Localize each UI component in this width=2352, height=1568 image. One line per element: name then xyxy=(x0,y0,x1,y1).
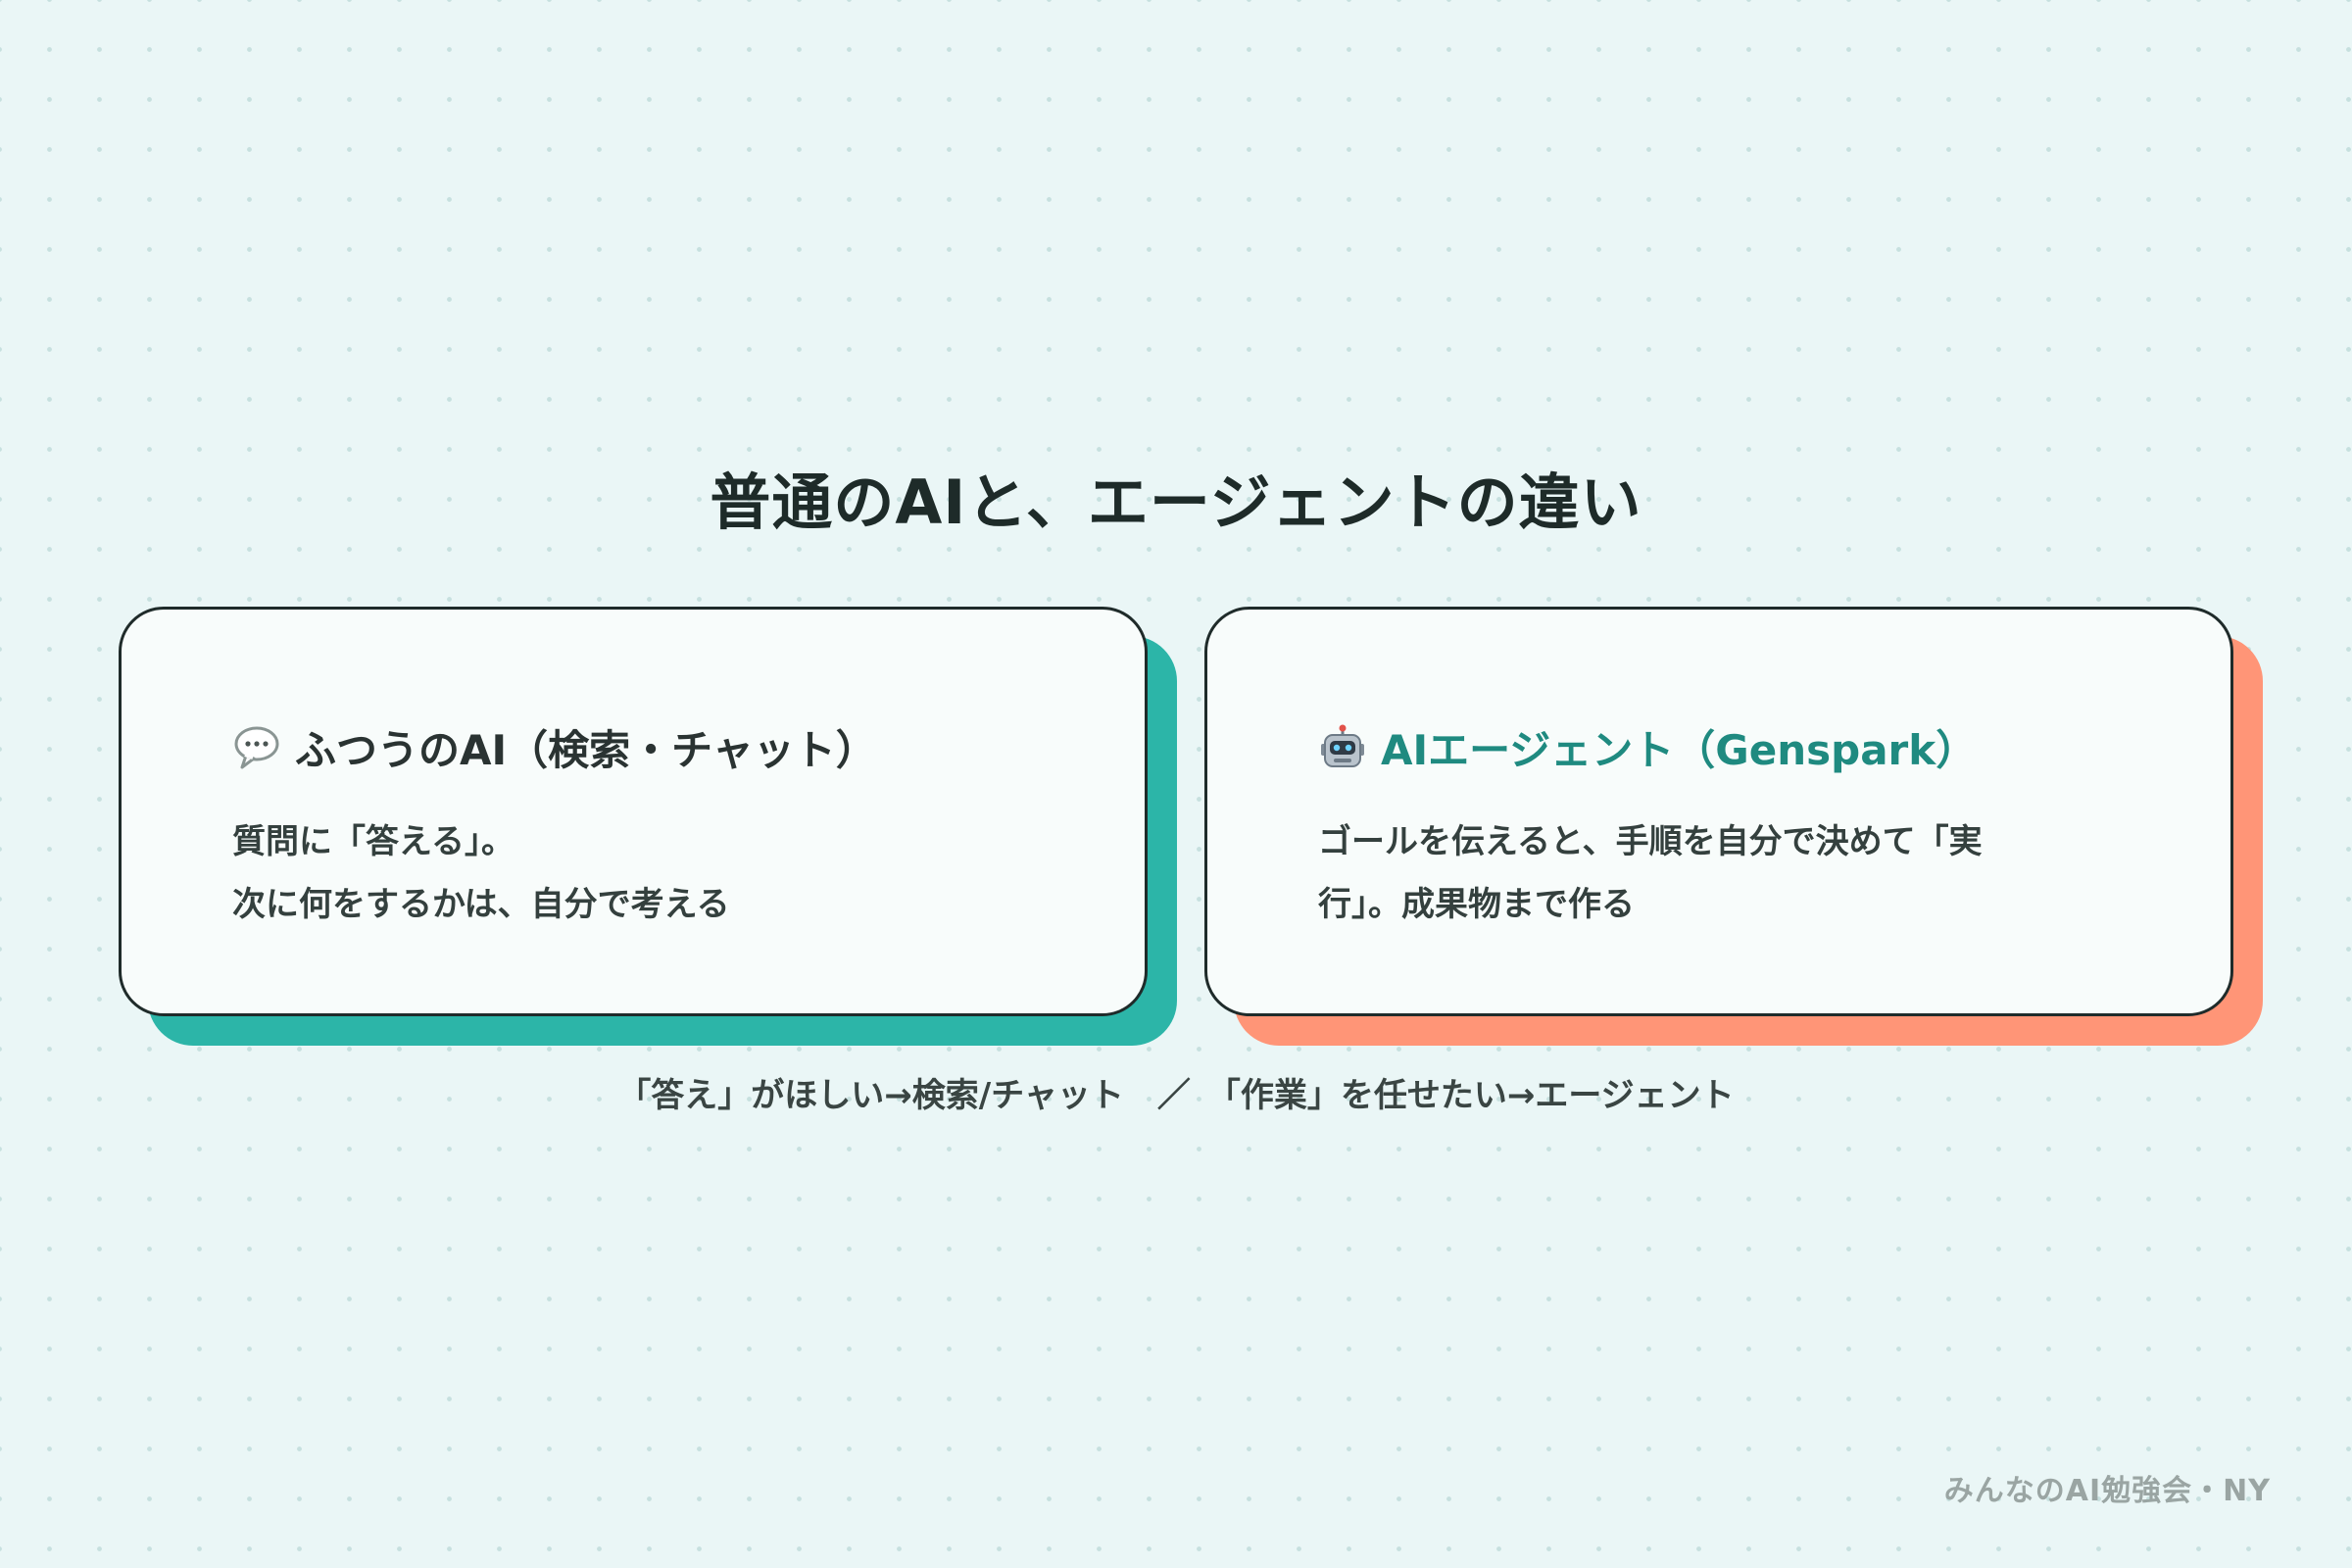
card-panel: ふつうのAI（検索・チャット） 質問に「答える」。 次に何をするかは、自分で考え… xyxy=(119,607,1148,1016)
card-heading: ふつうのAI（検索・チャット） xyxy=(232,717,1145,777)
card-panel: AIエージェント（Genspark） ゴールを伝えると、手順を自分で決めて「実 … xyxy=(1204,607,2233,1016)
card-heading-text: ふつうのAI（検索・チャット） xyxy=(295,726,877,774)
card-body: ゴールを伝えると、手順を自分で決めて「実 行」。成果物まで作る xyxy=(1318,810,2102,936)
page-title: 普通のAIと、エージェントの違い xyxy=(710,466,1642,538)
card-ai-agent: AIエージェント（Genspark） ゴールを伝えると、手順を自分で決めて「実 … xyxy=(1204,607,2263,1046)
card-normal-ai: ふつうのAI（検索・チャット） 質問に「答える」。 次に何をするかは、自分で考え… xyxy=(119,607,1177,1046)
card-heading: AIエージェント（Genspark） xyxy=(1318,717,2230,777)
card-body-line: 行」。成果物まで作る xyxy=(1318,885,1635,924)
robot-icon xyxy=(1318,723,1367,772)
card-body-line: ゴールを伝えると、手順を自分で決めて「実 xyxy=(1318,822,1983,861)
card-body-line: 質問に「答える」。 xyxy=(232,822,514,861)
comparison-caption: 「答え」がほしい→検索/チャット ／ 「作業」を任せたい→エージェント xyxy=(617,1076,1735,1115)
footer-credit: みんなのAI勉強会・NY xyxy=(1943,1474,2271,1508)
card-heading-text: AIエージェント（Genspark） xyxy=(1381,726,1978,774)
card-body-line: 次に何をするかは、自分で考える xyxy=(232,885,730,924)
speech-bubble-icon xyxy=(232,723,281,772)
card-body: 質問に「答える」。 次に何をするかは、自分で考える xyxy=(232,810,1016,936)
